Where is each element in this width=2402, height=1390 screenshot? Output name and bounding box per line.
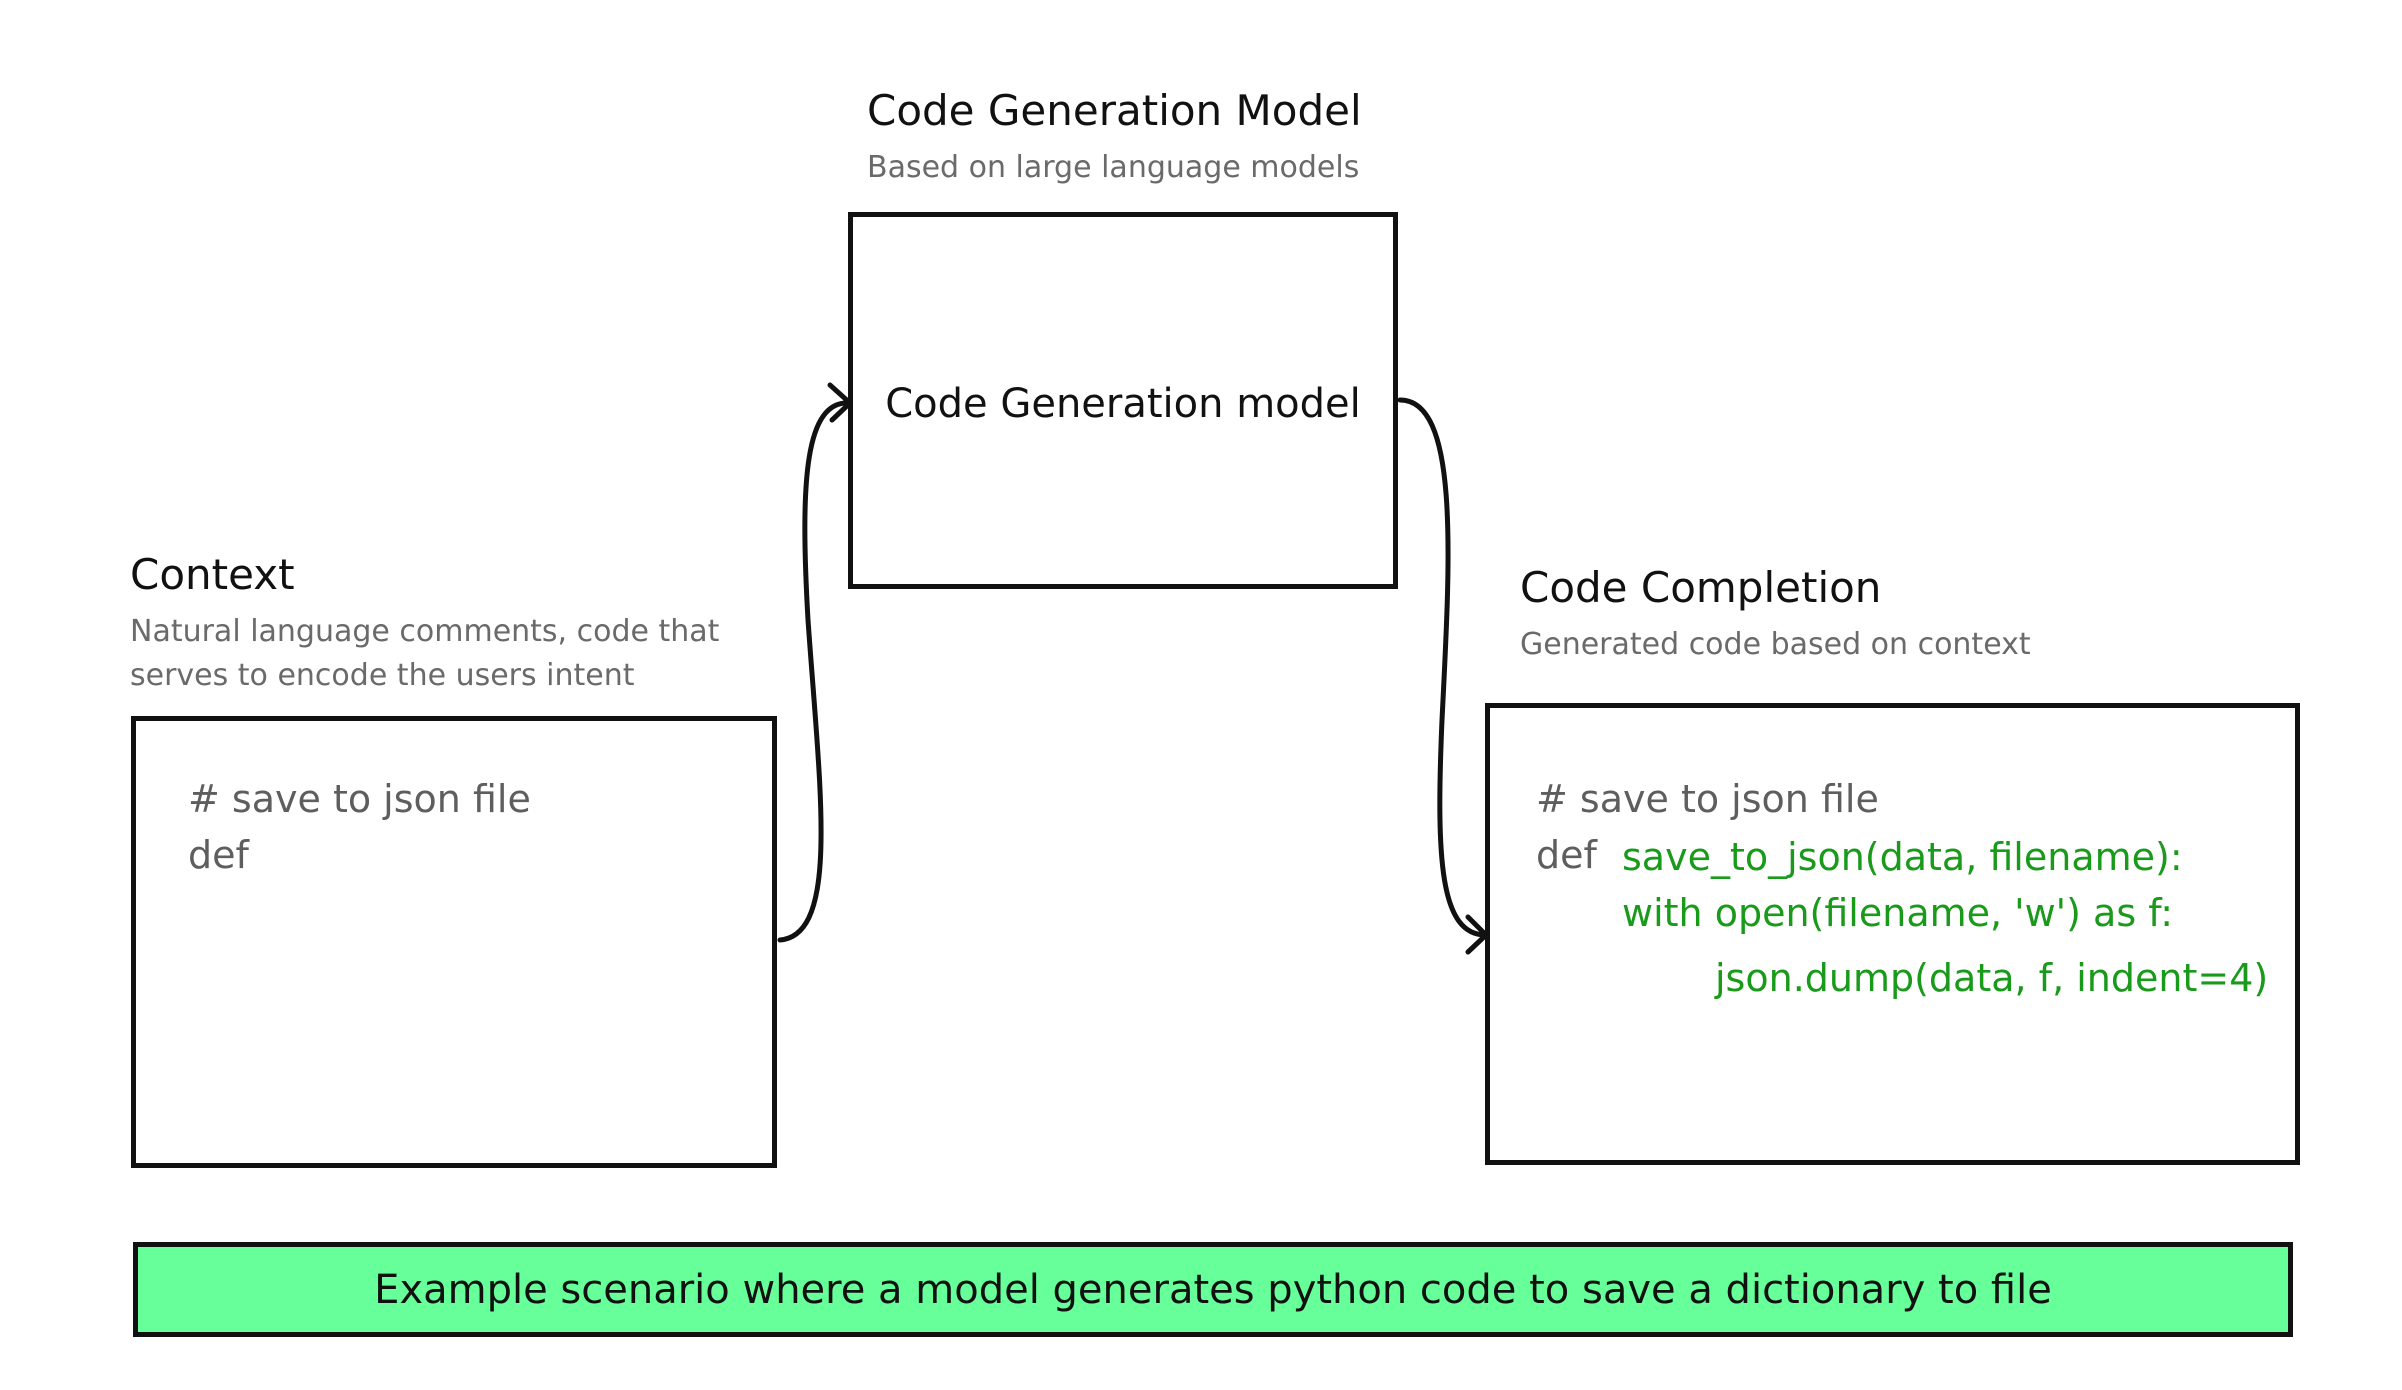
completion-title: Code Completion <box>1520 563 1882 612</box>
completion-box: # save to json file def save_to_json(dat… <box>1485 703 2300 1165</box>
context-code-def: def <box>188 833 249 877</box>
caption-text: Example scenario where a model generates… <box>374 1266 2052 1313</box>
caption-bar: Example scenario where a model generates… <box>133 1242 2293 1337</box>
context-subtitle-line2: serves to encode the users intent <box>130 658 635 693</box>
context-to-model-connector <box>777 400 853 943</box>
context-box: # save to json file def <box>131 716 777 1168</box>
context-to-model-arrowhead <box>827 382 853 423</box>
context-code-comment: # save to json file <box>188 777 531 821</box>
model-box-label: Code Generation model <box>885 381 1361 427</box>
model-to-completion-connector <box>1397 397 1489 938</box>
completion-subtitle: Generated code based on context <box>1520 627 2031 662</box>
model-box: Code Generation model <box>848 212 1398 589</box>
model-subtitle: Based on large language models <box>867 150 1360 185</box>
completion-code-comment: # save to json file <box>1536 777 1879 821</box>
generated-code-line3: json.dump(data, f, indent=4) <box>1715 956 2269 1000</box>
completion-code-def: def <box>1536 833 1597 877</box>
model-to-completion-arrowhead <box>1465 914 1489 955</box>
generated-code-line1: save_to_json(data, filename): <box>1622 835 2183 879</box>
context-subtitle-line1: Natural language comments, code that <box>130 614 720 649</box>
model-title: Code Generation Model <box>867 86 1362 135</box>
generated-code-line2: with open(filename, 'w') as f: <box>1622 891 2174 935</box>
context-title: Context <box>130 550 295 599</box>
